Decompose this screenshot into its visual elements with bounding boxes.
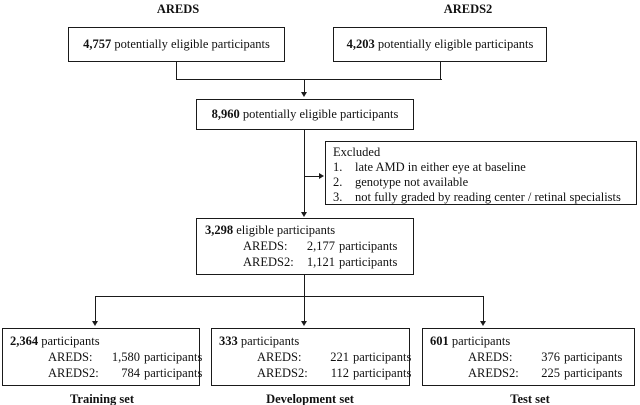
eligible-areds-unit: participants (339, 239, 398, 253)
excluded-item-3-text: not fully graded by reading center / ret… (355, 190, 621, 204)
connector-excluded-branch (304, 176, 319, 178)
excluded-item-1: 1. late AMD in either eye at baseline (326, 160, 636, 175)
header-areds: AREDS (156, 2, 200, 16)
eligible-areds2-count: 1,121 (306, 255, 335, 269)
eligible-areds-cohort: AREDS: (243, 239, 288, 253)
test-breakdown-areds: AREDS: 376 participants (430, 349, 634, 365)
box-excluded: Excluded 1. late AMD in either eye at bas… (325, 141, 637, 205)
eligible-text: 3,298 eligible participants (205, 223, 413, 238)
test-count: 601 (430, 333, 449, 348)
test-areds-count: 376 (541, 349, 560, 364)
combined-count: 8,960 (211, 107, 240, 121)
eligible-label: eligible participants (236, 223, 336, 237)
development-text: 333 participants (219, 334, 409, 349)
development-areds2-cohort: AREDS2: (257, 365, 308, 380)
eligible-areds2-cohort: AREDS2: (243, 255, 294, 269)
test-areds2-unit: participants (564, 365, 623, 380)
training-areds-cohort: AREDS: (48, 349, 93, 364)
arrow-into-training (92, 321, 98, 326)
eligible-breakdown-areds2: AREDS2: 1,121 participants (205, 254, 413, 270)
combined-text: 8,960 potentially eligible participants (197, 107, 413, 122)
excluded-item-2-text: genotype not available (355, 175, 469, 189)
box-test-set: 601 participants AREDS: 376 participants A… (422, 328, 635, 386)
development-breakdown-areds: AREDS: 221 participants (219, 349, 412, 365)
connector-split-bar (95, 296, 484, 298)
connector-training-down (95, 296, 97, 321)
header-areds2: AREDS2 (443, 2, 493, 16)
excluded-item-1-number: 1. (333, 160, 343, 174)
development-areds2-unit: participants (353, 365, 412, 380)
development-breakdown-areds2: AREDS2: 112 participants (219, 365, 412, 381)
areds-source-label: potentially eligible participants (114, 37, 270, 51)
arrow-into-test (480, 321, 486, 326)
arrow-into-excluded (319, 173, 324, 179)
connector-merge-stem (304, 79, 306, 92)
areds-source-count: 4,757 (83, 37, 112, 51)
areds2-source-text: 4,203 potentially eligible participants (334, 37, 546, 52)
test-breakdown-areds2: AREDS2: 225 participants (430, 365, 634, 381)
connector-eligible-down (304, 275, 306, 297)
connector-development-down (304, 296, 306, 321)
box-eligible: 3,298 eligible participants AREDS: 2,177 p… (196, 218, 414, 275)
connector-merge-bar (176, 79, 442, 81)
label-training-set: Training set (69, 392, 134, 405)
excluded-item-1-text: late AMD in either eye at baseline (355, 160, 526, 174)
arrow-into-eligible (301, 212, 307, 217)
excluded-item-3: 3. not fully graded by reading center / r… (326, 190, 636, 205)
test-text: 601 participants (430, 334, 634, 349)
arrow-into-development (301, 321, 307, 326)
areds2-source-label: potentially eligible participants (377, 37, 534, 51)
training-areds2-count: 784 (121, 365, 140, 380)
arrow-into-combined (301, 92, 307, 97)
areds-source-text: 4,757 potentially eligible participants (69, 37, 284, 52)
development-areds-count: 221 (330, 349, 349, 364)
test-areds-cohort: AREDS: (468, 349, 513, 364)
test-areds-unit: participants (564, 349, 623, 364)
excluded-item-2: 2. genotype not available (326, 175, 636, 190)
eligible-areds2-unit: participants (339, 255, 398, 269)
excluded-item-2-number: 2. (333, 175, 343, 189)
training-areds2-cohort: AREDS2: (48, 365, 99, 380)
training-areds-count: 1,580 (111, 349, 140, 364)
combined-label: potentially eligible participants (242, 107, 399, 121)
development-areds-unit: participants (353, 349, 412, 364)
eligible-count: 3,298 (205, 223, 234, 237)
areds2-source-count: 4,203 (346, 37, 375, 51)
eligible-areds-count: 2,177 (306, 239, 335, 253)
training-breakdown-areds: AREDS: 1,580 participants (10, 349, 203, 365)
box-training-set: 2,364 participants AREDS: 1,580 participan… (2, 328, 203, 386)
box-development-set: 333 participants AREDS: 221 participants A… (211, 328, 412, 386)
training-areds2-unit: participants (144, 365, 203, 380)
training-count: 2,364 (10, 333, 39, 348)
training-breakdown-areds2: AREDS2: 784 participants (10, 365, 203, 381)
training-label: participants (41, 333, 100, 348)
excluded-title: Excluded (333, 145, 381, 159)
box-combined: 8,960 potentially eligible participants (196, 99, 414, 130)
excluded-item-3-number: 3. (333, 190, 343, 204)
connector-combined-down (304, 130, 306, 212)
training-areds-unit: participants (144, 349, 203, 364)
box-areds-source: 4,757 potentially eligible participants (68, 27, 285, 62)
development-areds-cohort: AREDS: (257, 349, 302, 364)
connector-areds-down (176, 62, 178, 80)
box-areds2-source: 4,203 potentially eligible participants (333, 27, 547, 62)
test-label: participants (451, 333, 511, 348)
development-label: participants (240, 333, 300, 348)
connector-areds2-down (440, 62, 442, 80)
label-test-set: Test set (510, 392, 550, 405)
test-areds2-count: 225 (541, 365, 560, 380)
development-count: 333 (219, 333, 238, 348)
label-development-set: Development set (266, 392, 354, 405)
test-areds2-cohort: AREDS2: (468, 365, 519, 380)
connector-test-down (483, 296, 485, 321)
eligible-breakdown-areds: AREDS: 2,177 participants (205, 238, 413, 254)
training-text: 2,364 participants (10, 334, 199, 349)
development-areds2-count: 112 (330, 365, 349, 380)
